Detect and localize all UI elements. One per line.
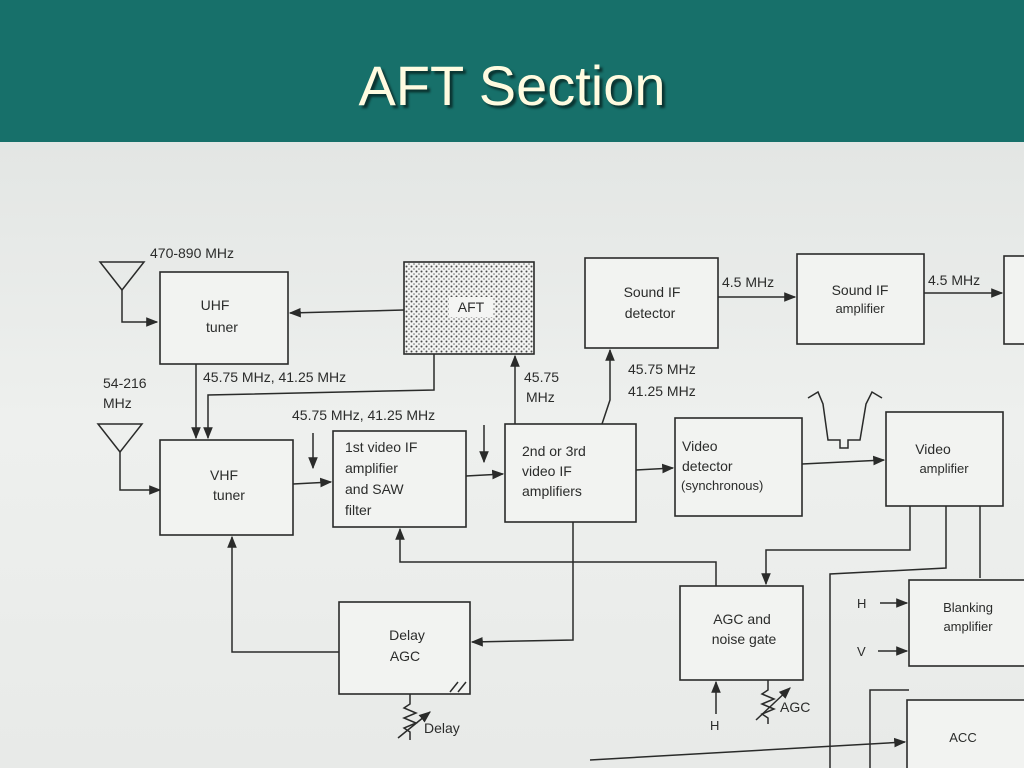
svg-text:Video: Video: [915, 441, 951, 457]
acc-block: ACC: [906, 699, 1024, 768]
svg-text:Sound IF: Sound IF: [832, 282, 889, 298]
svg-text:Sound IF: Sound IF: [624, 284, 681, 300]
aft-block: AFT: [403, 261, 535, 355]
delay-control-label: Delay: [424, 720, 460, 736]
svg-text:Blanking: Blanking: [943, 600, 993, 615]
video-detector-block: Video detector (synchronous): [674, 417, 803, 517]
svg-text:tuner: tuner: [213, 487, 245, 503]
first-to-second-if-line: [465, 469, 505, 480]
svg-text:detector: detector: [682, 458, 733, 474]
agc-potentiometer-icon: [755, 680, 791, 724]
svg-text:(synchronous): (synchronous): [681, 478, 763, 493]
second-video-if-block: 2nd or 3rd video IF amplifiers: [504, 423, 637, 523]
svg-text:filter: filter: [345, 502, 372, 518]
aft-to-uhf-line: [288, 307, 405, 318]
sound-input-frequency-label-1: 45.75 MHz: [628, 361, 696, 377]
delay-agc-to-vhf-line: [227, 535, 339, 653]
svg-text:amplifier: amplifier: [919, 461, 969, 476]
slide-title: AFT Section: [358, 54, 666, 117]
second-if-to-delay-agc-line: [470, 522, 574, 647]
sound-input-frequency-label-2: 41.25 MHz: [628, 383, 696, 399]
svg-text:AFT: AFT: [458, 299, 485, 315]
svg-text:AGC and: AGC and: [713, 611, 771, 627]
svg-text:amplifier: amplifier: [835, 301, 885, 316]
svg-text:2nd or 3rd: 2nd or 3rd: [522, 443, 586, 459]
second-if-to-sound-line: [601, 348, 615, 425]
vhf-output-frequency-label: 45.75 MHz, 41.25 MHz: [292, 407, 435, 423]
next-sound-block-edge: [1003, 255, 1024, 345]
vhf-band-label: 54-216: [103, 375, 147, 391]
delay-potentiometer-icon: [397, 681, 467, 740]
svg-text:amplifiers: amplifiers: [522, 483, 582, 499]
blanking-amplifier-block: Blanking amplifier: [908, 579, 1024, 667]
svg-text:video IF: video IF: [522, 463, 572, 479]
svg-text:AGC: AGC: [390, 648, 420, 664]
vhf-band-unit: MHz: [103, 395, 132, 411]
sound-if-amplifier-block: Sound IF amplifier: [796, 253, 925, 345]
video-amp-to-agc-line: [761, 506, 911, 586]
h-input-agc-label: H: [710, 718, 719, 733]
agc-noise-gate-block: AGC and noise gate: [679, 585, 804, 681]
v-input-label: V: [857, 644, 866, 659]
vhf-antenna-icon: [96, 423, 162, 495]
svg-text:Delay: Delay: [389, 627, 425, 643]
aft-input-frequency-label: 45.75: [524, 369, 559, 385]
sound-if-detector-block: Sound IF detector: [584, 257, 719, 349]
uhf-band-label: 470-890 MHz: [150, 245, 234, 261]
video-amp-out-line: [829, 506, 947, 768]
uhf-tuner-block: UHF tuner: [159, 271, 289, 365]
aft-input-frequency-unit: MHz: [526, 389, 555, 405]
svg-text:1st video IF: 1st video IF: [345, 439, 417, 455]
delay-agc-block: Delay AGC: [338, 601, 471, 695]
svg-text:UHF: UHF: [201, 297, 230, 313]
vhf-to-first-if-line: [292, 477, 333, 488]
svg-text:Video: Video: [682, 438, 718, 454]
uhf-output-frequency-label: 45.75 MHz, 41.25 MHz: [203, 369, 346, 385]
svg-text:noise gate: noise gate: [712, 631, 777, 647]
acc-input-line: [589, 737, 907, 761]
agc-gate-to-first-if-line: [395, 527, 717, 586]
slide-header: [0, 0, 1024, 142]
video-amplifier-block: Video amplifier: [885, 411, 1004, 507]
svg-text:amplifier: amplifier: [345, 460, 398, 476]
agc-control-label: AGC: [780, 699, 810, 715]
svg-text:amplifier: amplifier: [943, 619, 993, 634]
h-input-label: H: [857, 596, 866, 611]
svg-text:tuner: tuner: [206, 319, 238, 335]
vhf-tuner-block: VHF tuner: [159, 439, 294, 536]
svg-text:and SAW: and SAW: [345, 481, 404, 497]
first-video-if-block: 1st video IF amplifier and SAW filter: [332, 430, 467, 528]
acc-feed-line: [869, 689, 909, 768]
aft-to-vhf-line: [203, 354, 435, 440]
svg-text:detector: detector: [625, 305, 676, 321]
uhf-antenna-icon: [98, 261, 159, 327]
sound-if-frequency-label-1: 4.5 MHz: [722, 274, 774, 290]
svg-text:VHF: VHF: [210, 467, 238, 483]
video-detector-to-amp-line: [801, 455, 886, 466]
svg-text:ACC: ACC: [949, 730, 976, 745]
sound-if-frequency-label-2: 4.5 MHz: [928, 272, 980, 288]
video-waveform-icon: [807, 390, 883, 449]
second-if-to-video-detector-line: [635, 463, 675, 474]
